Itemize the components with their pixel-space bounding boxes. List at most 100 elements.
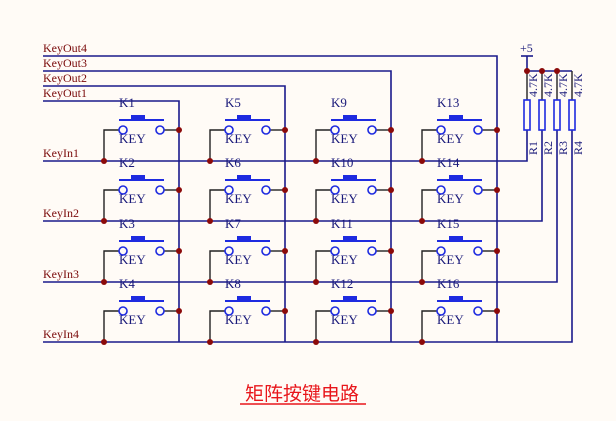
switch-contact <box>473 125 483 135</box>
switch-contact <box>118 246 128 256</box>
switch-contact <box>224 306 234 316</box>
junction-dot <box>388 187 394 193</box>
switch-contact <box>473 306 483 316</box>
junction-dot <box>524 68 530 74</box>
switch-contact <box>367 246 377 256</box>
switch-button <box>449 296 463 301</box>
switch-button <box>131 296 145 301</box>
junction-dot <box>282 127 288 133</box>
switch-contact <box>473 246 483 256</box>
switch-lead-left <box>209 310 225 342</box>
junction-dot <box>282 187 288 193</box>
junction-dot <box>313 218 319 224</box>
switch-button <box>237 115 251 120</box>
switch-ref-label: K13 <box>437 95 459 110</box>
switch-ref-label: K3 <box>119 216 135 231</box>
keyin-label: KeyIn1 <box>43 146 79 160</box>
switch-type-label: KEY <box>331 191 358 206</box>
switch-contact <box>330 306 340 316</box>
switches-layer: K1KEYK5KEYK9KEYK13KEYK2KEYK6KEYK10KEYK14… <box>103 95 497 342</box>
switch-type-label: KEY <box>437 252 464 267</box>
resistor-body <box>523 99 531 131</box>
switch-lead-left <box>315 250 331 282</box>
switch-contact <box>118 125 128 135</box>
switch-button <box>237 175 251 180</box>
switch-ref-label: K14 <box>437 155 460 170</box>
keyin-label: KeyIn4 <box>43 327 79 341</box>
switch-ref-label: K6 <box>225 155 241 170</box>
switch-button <box>343 115 357 120</box>
switch-type-label: KEY <box>331 312 358 327</box>
keyout-wire <box>43 55 498 342</box>
switch-button <box>343 236 357 241</box>
resistors-layer <box>521 55 576 131</box>
switch-type-label: KEY <box>225 131 252 146</box>
switch-button <box>449 115 463 120</box>
junction-dot <box>101 339 107 345</box>
switch-contact <box>330 125 340 135</box>
junction-dot <box>388 308 394 314</box>
switch-ref-label: K2 <box>119 155 135 170</box>
junction-dot <box>388 127 394 133</box>
switch-button <box>449 236 463 241</box>
switch-button <box>237 296 251 301</box>
keyin-label: KeyIn2 <box>43 206 79 220</box>
switch-type-label: KEY <box>437 131 464 146</box>
switch-contact <box>367 306 377 316</box>
junction-dot <box>176 308 182 314</box>
resistor-body <box>538 99 546 131</box>
switch-type-label: KEY <box>119 131 146 146</box>
resistor-value-label: 4.7K <box>541 73 555 97</box>
switch-contact <box>224 185 234 195</box>
switch-contact <box>118 185 128 195</box>
switch-ref-label: K9 <box>331 95 347 110</box>
switch-lead-left <box>421 189 437 221</box>
switch-lead-left <box>315 129 331 161</box>
switch-contact <box>261 246 271 256</box>
switch-ref-label: K10 <box>331 155 353 170</box>
junction-dot <box>207 218 213 224</box>
switch-type-label: KEY <box>225 191 252 206</box>
keyin-wire <box>43 128 573 343</box>
junction-dot <box>282 308 288 314</box>
junction-dot <box>101 218 107 224</box>
switch-lead-left <box>209 189 225 221</box>
switch-contact <box>473 185 483 195</box>
resistor-ref-label: R2 <box>541 141 555 155</box>
switch-type-label: KEY <box>225 312 252 327</box>
switch-contact <box>436 125 446 135</box>
switch-type-label: KEY <box>225 252 252 267</box>
switch-button <box>237 236 251 241</box>
junctions-layer <box>101 68 560 345</box>
switch-contact <box>118 306 128 316</box>
switch-ref-label: K1 <box>119 95 135 110</box>
junction-dot <box>176 187 182 193</box>
switch-contact <box>367 125 377 135</box>
switch-lead-left <box>315 310 331 342</box>
switch-lead-left <box>421 129 437 161</box>
switch-ref-label: K11 <box>331 216 353 231</box>
switch-lead-left <box>421 250 437 282</box>
junction-dot <box>313 339 319 345</box>
switch-button <box>131 115 145 120</box>
switch-ref-label: K8 <box>225 276 241 291</box>
junction-dot <box>388 248 394 254</box>
resistor-value-label: 4.7K <box>556 73 570 97</box>
switch-contact <box>155 306 165 316</box>
keyout-label: KeyOut3 <box>43 56 87 70</box>
resistor-ref-label: R4 <box>571 141 585 155</box>
junction-dot <box>207 158 213 164</box>
switch-contact <box>261 185 271 195</box>
switch-lead-left <box>103 189 119 221</box>
junction-dot <box>494 127 500 133</box>
switch-lead-left <box>103 129 119 161</box>
resistor-ref-label: R3 <box>556 141 570 155</box>
switch-button <box>131 236 145 241</box>
junction-dot <box>313 279 319 285</box>
